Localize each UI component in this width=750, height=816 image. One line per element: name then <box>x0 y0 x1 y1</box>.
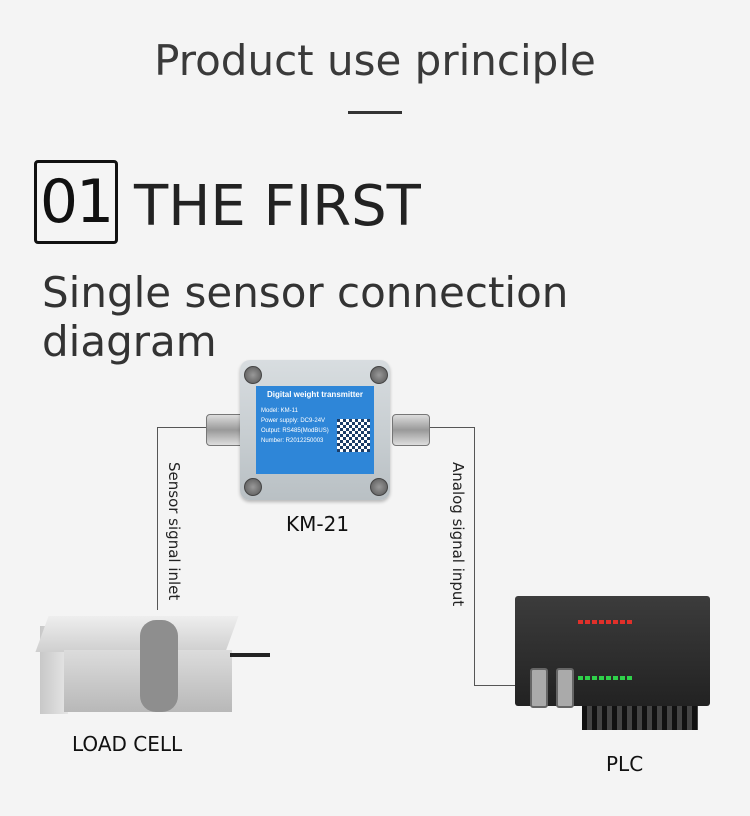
plc-led-red <box>578 620 583 624</box>
plc-led-red <box>585 620 590 624</box>
right-connection-horizontal <box>426 427 474 428</box>
screw-icon <box>370 478 388 496</box>
load-cell-caption: LOAD CELL <box>72 732 183 756</box>
step-title: THE FIRST <box>134 174 421 239</box>
plc-led-green <box>613 676 618 680</box>
plc-led-red <box>613 620 618 624</box>
analog-signal-input-label: Analog signal input <box>449 462 467 607</box>
plc-led-red <box>599 620 604 624</box>
plc-led-green <box>578 676 583 680</box>
plc-terminal-block <box>582 706 698 730</box>
sensor-signal-inlet-label: Sensor signal inlet <box>165 462 183 601</box>
load-cell-bending-hole <box>140 620 178 712</box>
title-underline <box>348 111 402 114</box>
right-connection-vertical <box>474 427 475 685</box>
transmitter-label-line: Output: RS485(ModBUS) <box>261 428 329 434</box>
serial-port-icon <box>530 668 548 708</box>
transmitter-label-line: Power supply: DC9-24V <box>261 418 326 424</box>
plc-led-green <box>592 676 597 680</box>
step-number-badge: 01 <box>34 160 118 244</box>
transmitter-label-title: Digital weight transmitter <box>266 390 363 399</box>
plc-led-green <box>606 676 611 680</box>
serial-port-icon <box>556 668 574 708</box>
plc-led-red <box>620 620 625 624</box>
plc-caption: PLC <box>606 752 644 776</box>
right-connection-to-plc <box>474 685 532 686</box>
load-cell-cable <box>230 653 270 657</box>
transmitter-caption: KM-21 <box>286 512 350 536</box>
plc-led-green <box>620 676 625 680</box>
left-connection-horizontal <box>157 427 210 428</box>
screw-icon <box>244 478 262 496</box>
screw-icon <box>370 366 388 384</box>
transmitter-label-line: Number: R2012250003 <box>261 438 324 444</box>
plc-led-red <box>592 620 597 624</box>
left-cable-gland <box>206 414 244 446</box>
plc-led-red <box>627 620 632 624</box>
diagram-subtitle: Single sensor connection diagram <box>42 268 569 366</box>
right-cable-gland <box>392 414 430 446</box>
qr-code-icon <box>337 419 370 452</box>
transmitter-label-line: Model: KM-11 <box>261 408 298 414</box>
screw-icon <box>244 366 262 384</box>
plc-led-green <box>627 676 632 680</box>
plc-led-green <box>599 676 604 680</box>
page-title: Product use principle <box>154 36 596 85</box>
left-connection-vertical <box>157 427 158 610</box>
plc-led-green <box>585 676 590 680</box>
load-cell-top <box>35 616 239 652</box>
plc-led-red <box>606 620 611 624</box>
